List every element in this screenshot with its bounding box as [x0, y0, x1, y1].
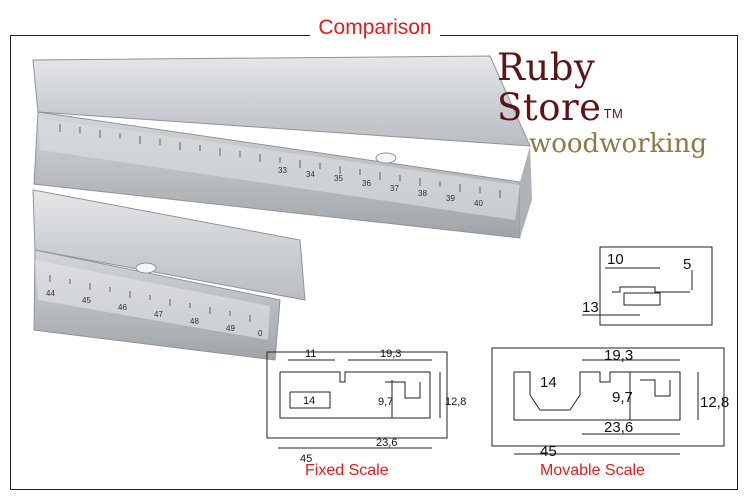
upper-rail — [32, 55, 532, 239]
ruler-number: 38 — [418, 189, 427, 198]
dim-label: 19,3 — [380, 348, 401, 360]
ruler-number: 40 — [474, 199, 483, 208]
dim-label: 14 — [303, 395, 315, 407]
dim-label: 14 — [540, 374, 557, 391]
dim-label: 11 — [305, 348, 316, 360]
dim-label: 12,8 — [445, 396, 466, 408]
dim-label: 9,7 — [612, 389, 633, 406]
dim-label: 23,6 — [604, 419, 633, 436]
ruler-number: 37 — [390, 184, 399, 193]
ruler-number: 45 — [82, 296, 91, 305]
ruler-number: 34 — [306, 170, 315, 179]
ruler-number: 35 — [334, 174, 343, 183]
dim-label: 5 — [683, 256, 691, 273]
dim-label: 9,7 — [378, 396, 393, 408]
ruler-number: 36 — [362, 179, 371, 188]
dim-label: 10 — [607, 251, 624, 268]
brand-tagline: woodworking — [529, 129, 708, 159]
dim-label: 13 — [582, 299, 599, 316]
fixed-scale-caption: Fixed Scale — [303, 462, 391, 480]
lower-rail — [32, 189, 306, 361]
ruler-number: 48 — [190, 317, 199, 326]
dim-label: 23,6 — [376, 437, 397, 449]
movable-scale-caption: Movable Scale — [538, 462, 647, 480]
ruler-number: 46 — [118, 303, 127, 312]
fixed-scale-profile — [266, 351, 448, 449]
lower-ruler-ticks — [49, 275, 251, 322]
ruler-number: 0 — [258, 329, 263, 338]
movable-scale-profile — [491, 347, 725, 455]
comparison-heading: Comparison — [0, 16, 750, 40]
ruler-number: 39 — [446, 194, 455, 203]
ruler-number: 49 — [226, 324, 235, 333]
dim-label: 12,8 — [700, 394, 729, 411]
brand-name: Ruby Store — [497, 46, 602, 129]
ruler-number: 47 — [154, 310, 163, 319]
ruler-number: 44 — [46, 289, 55, 298]
dim-label: 45 — [540, 443, 557, 460]
comparison-title: Comparison — [310, 16, 440, 39]
upper-ruler-ticks — [59, 124, 501, 198]
trademark-mark: TM — [603, 106, 624, 121]
detail-drawing — [582, 246, 713, 326]
dim-label: 19,3 — [604, 347, 633, 364]
ruler-number: 33 — [278, 166, 287, 175]
